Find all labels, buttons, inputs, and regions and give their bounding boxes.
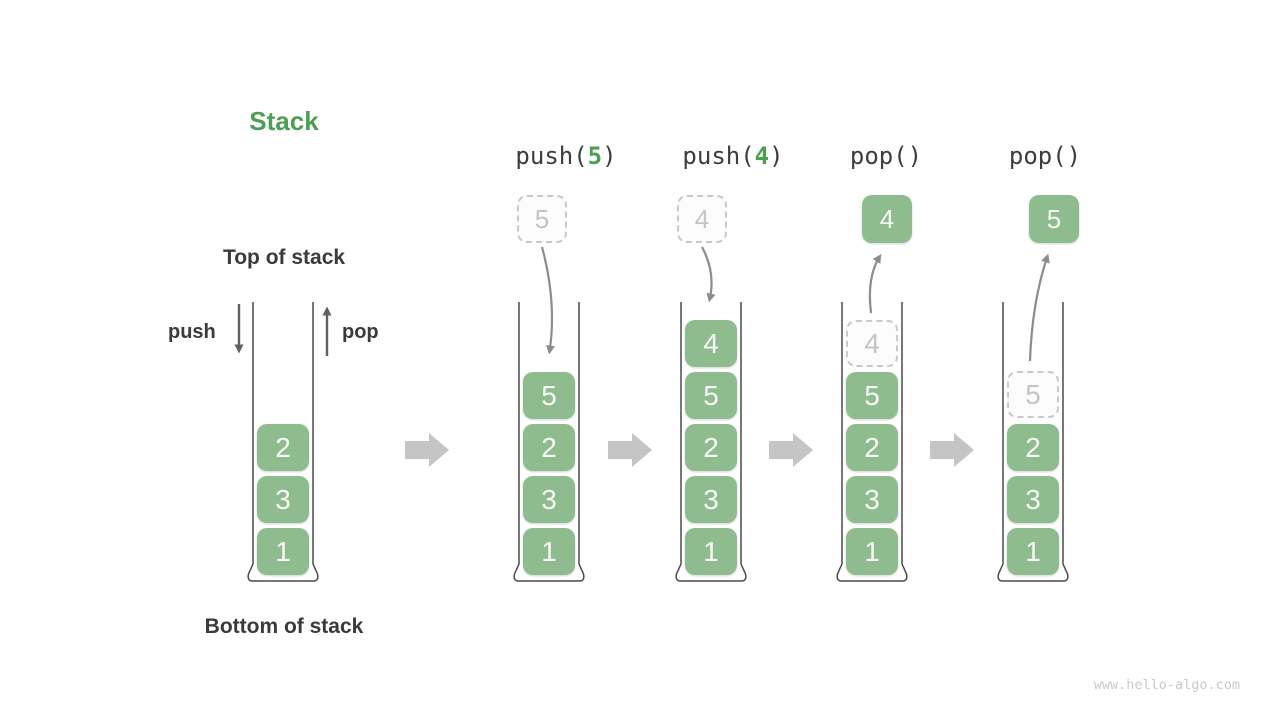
op-arg: 4 — [754, 142, 770, 170]
pop-arrow-4 — [868, 253, 882, 314]
stack-cell: 2 — [846, 424, 898, 471]
stack-cell: 1 — [685, 528, 737, 575]
stack-cell: 1 — [523, 528, 575, 575]
ghost-cell-5: 5 — [1007, 371, 1059, 418]
op-arg: 5 — [587, 142, 603, 170]
transition-arrow — [769, 433, 813, 467]
top-of-stack-label: Top of stack — [222, 246, 346, 269]
op-label-push-4: push(4) — [682, 142, 783, 170]
stack-container — [675, 302, 747, 582]
watermark: www.hello-algo.com — [1093, 677, 1240, 693]
staged-value-box-4: 4 — [677, 195, 727, 243]
stack-container — [513, 302, 585, 582]
stack-cell: 4 — [685, 320, 737, 367]
op-close: ) — [602, 142, 617, 170]
ghost-cell-4: 4 — [846, 320, 898, 367]
pop-label: pop — [342, 321, 379, 343]
stack-container — [836, 302, 908, 582]
stack-cell: 3 — [1007, 476, 1059, 523]
stack-cell: 3 — [685, 476, 737, 523]
stack-cell: 5 — [846, 372, 898, 419]
push-label: push — [168, 321, 216, 343]
push-arrow-4 — [701, 246, 716, 303]
transition-arrow — [930, 433, 974, 467]
stack-container — [997, 302, 1069, 582]
popped-value-box-5: 5 — [1029, 195, 1079, 243]
stack-cell: 1 — [846, 528, 898, 575]
pop-arrow-5 — [1028, 253, 1050, 362]
stack-cell: 5 — [685, 372, 737, 419]
bottom-of-stack-label: Bottom of stack — [204, 615, 364, 638]
transition-arrow — [405, 433, 449, 467]
stack-cell: 3 — [523, 476, 575, 523]
op-label-pop-first: pop() — [850, 142, 922, 170]
transition-arrow — [608, 433, 652, 467]
op-text: push( — [682, 142, 755, 170]
stack-cell: 3 — [257, 476, 309, 523]
popped-value-box-4: 4 — [862, 195, 912, 243]
stack-container — [247, 302, 319, 582]
stack-cell: 2 — [685, 424, 737, 471]
op-text: pop() — [849, 142, 923, 170]
stack-cell: 3 — [846, 476, 898, 523]
op-close: ) — [769, 142, 784, 170]
stack-cell: 2 — [257, 424, 309, 471]
op-text: pop() — [1008, 142, 1082, 170]
stack-cell: 1 — [1007, 528, 1059, 575]
op-label-push-5: push(5) — [515, 142, 616, 170]
op-text: push( — [515, 142, 588, 170]
stack-cell: 1 — [257, 528, 309, 575]
stack-cell: 2 — [523, 424, 575, 471]
stack-cell: 2 — [1007, 424, 1059, 471]
push-arrow-5 — [540, 246, 555, 355]
diagram-title: Stack — [249, 106, 319, 136]
op-label-pop-second: pop() — [1009, 142, 1081, 170]
staged-value-box-5: 5 — [517, 195, 567, 243]
stack-cell: 5 — [523, 372, 575, 419]
